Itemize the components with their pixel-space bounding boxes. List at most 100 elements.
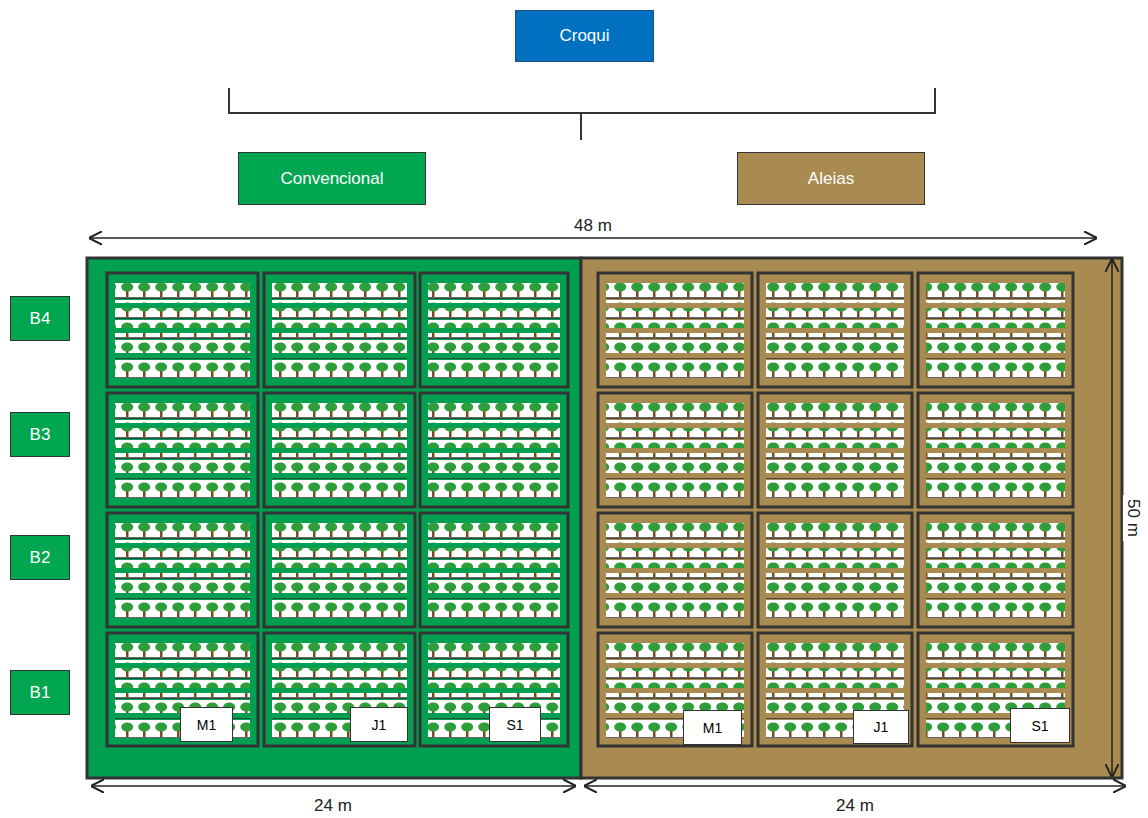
plot: [758, 273, 912, 387]
tree-row: [428, 523, 560, 543]
tree-row: [115, 358, 250, 378]
tree-row: [428, 668, 560, 688]
tree-row: [606, 598, 744, 618]
tree-row: [272, 308, 407, 328]
tree-row: [115, 668, 250, 688]
tree-row: [606, 358, 744, 378]
plot: [758, 633, 912, 746]
tree-row: [428, 333, 560, 353]
plot: [264, 633, 415, 746]
tree-row: [766, 668, 904, 688]
node-text: B3: [30, 425, 51, 445]
tree-row: [766, 598, 904, 618]
node-text: S1: [506, 717, 523, 733]
tree-row: [766, 643, 904, 663]
block-label: B3: [10, 412, 70, 457]
tree-row: [272, 403, 407, 423]
tree-row: [766, 308, 904, 328]
tree-row: [115, 523, 250, 543]
tree-row: [272, 478, 407, 498]
tree-row: [926, 453, 1065, 473]
tree-row: [766, 573, 904, 593]
tree-row: [606, 523, 744, 543]
tree-row: [115, 478, 250, 498]
bracket: [229, 88, 935, 140]
tree-row: [926, 523, 1065, 543]
tree-row: [606, 428, 744, 448]
tree-row: [115, 428, 250, 448]
plot: [918, 273, 1073, 387]
node-text: M1: [703, 720, 722, 736]
tree-row: [766, 478, 904, 498]
node-text: J1: [372, 717, 387, 733]
title-box: Croqui: [515, 10, 654, 62]
tree-row: [606, 548, 744, 568]
tree-row: [272, 643, 407, 663]
tree-row: [926, 308, 1065, 328]
tree-row: [766, 523, 904, 543]
tree-row: [115, 643, 250, 663]
tree-row: [766, 333, 904, 353]
dimension-label: 48 m: [570, 216, 616, 236]
tree-row: [428, 428, 560, 448]
tree-row: [606, 573, 744, 593]
tree-row: [926, 403, 1065, 423]
tree-row: [926, 333, 1065, 353]
node-text: S1: [1031, 718, 1048, 734]
tree-row: [926, 668, 1065, 688]
plot: [264, 393, 415, 507]
tree-row: [428, 283, 560, 303]
plot: [918, 513, 1073, 627]
tree-row: [272, 428, 407, 448]
tree-row: [766, 403, 904, 423]
plot: [918, 393, 1073, 507]
tree-row: [115, 308, 250, 328]
tree-row: [115, 453, 250, 473]
tree-row: [272, 598, 407, 618]
tree-row: [428, 358, 560, 378]
conventional-field: [87, 258, 581, 778]
plot: [107, 513, 258, 627]
block-label: B1: [10, 670, 70, 715]
tree-row: [115, 548, 250, 568]
tree-row: [606, 403, 744, 423]
tree-row: [115, 598, 250, 618]
tree-row: [606, 478, 744, 498]
tree-row: [766, 283, 904, 303]
tree-row: [428, 573, 560, 593]
node-text: B1: [30, 683, 51, 703]
tree-row: [926, 548, 1065, 568]
tree-row: [428, 643, 560, 663]
tree-row: [926, 478, 1065, 498]
tree-row: [766, 453, 904, 473]
tree-row: [115, 283, 250, 303]
node-text: Croqui: [559, 26, 609, 46]
plot: [420, 273, 568, 387]
tree-row: [428, 598, 560, 618]
tree-row: [272, 523, 407, 543]
tree-row: [606, 668, 744, 688]
node-text: J1: [874, 719, 889, 735]
tree-row: [115, 333, 250, 353]
plot: [598, 393, 752, 507]
tree-row: [926, 643, 1065, 663]
alley-field: [581, 258, 1122, 778]
node-text: B4: [30, 309, 51, 329]
tree-row: [926, 573, 1065, 593]
plot: [107, 273, 258, 387]
node-text: B2: [30, 548, 51, 568]
tree-row: [766, 428, 904, 448]
tree-row: [606, 643, 744, 663]
tree-row: [428, 453, 560, 473]
plot: [107, 633, 258, 746]
dimension-label: 24 m: [310, 796, 356, 816]
tree-row: [606, 283, 744, 303]
tree-row: [766, 548, 904, 568]
plot: [420, 633, 568, 746]
tree-row: [606, 453, 744, 473]
tree-row: [926, 598, 1065, 618]
block-label: B2: [10, 535, 70, 580]
tree-row: [606, 333, 744, 353]
plot: [264, 273, 415, 387]
tree-row: [115, 403, 250, 423]
